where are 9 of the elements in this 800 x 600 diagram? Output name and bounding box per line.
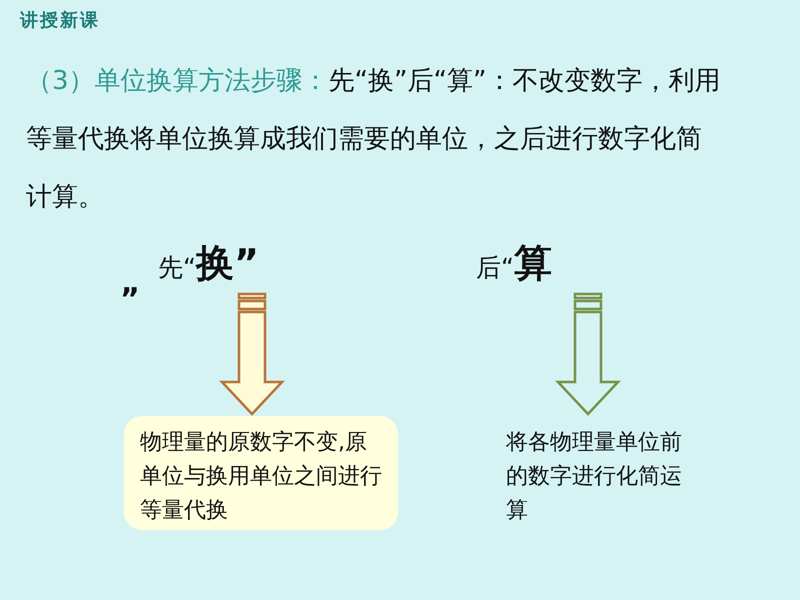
block-arrow	[219, 292, 285, 416]
heading-text: 后“算	[476, 238, 552, 289]
paragraph: （3）单位换算方法步骤：先“换”后“算”：不改变数字，利用等量代换将单位换算成我们需要的单位，之后进行数字化简计算。	[26, 65, 722, 214]
section-heading: 讲授新课	[20, 9, 100, 32]
description-card: 物理量的原数字不变,原单位与换用单位之间进行等量代换	[124, 416, 398, 530]
block-arrow	[555, 292, 621, 416]
heading-text: 先“换”	[158, 238, 259, 289]
description-text: 将各物理量单位前的数字进行化简运算	[490, 416, 710, 530]
quotation-mark: ”	[120, 282, 140, 317]
